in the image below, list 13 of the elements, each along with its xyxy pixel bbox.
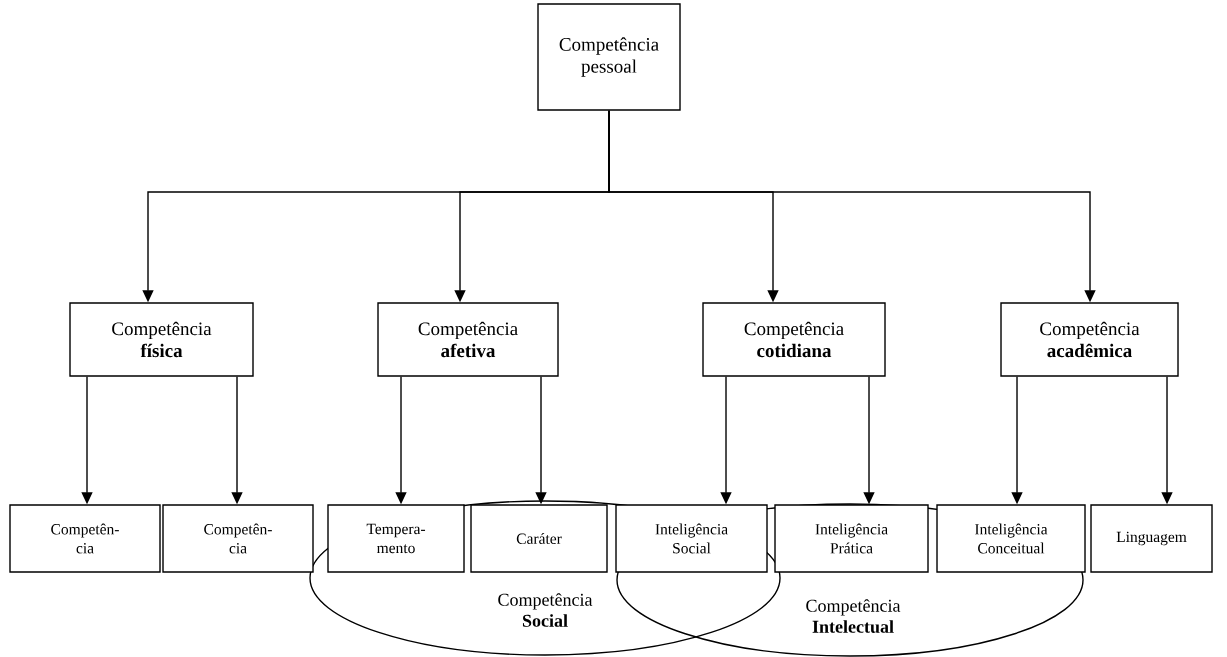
box: Inteligência Prática xyxy=(774,504,929,573)
box: Competência pessoal xyxy=(537,3,681,111)
box: Competência física xyxy=(69,302,254,377)
box: Competên- cia xyxy=(9,504,161,573)
box: Inteligência Conceitual xyxy=(936,504,1086,573)
box: Competên- cia xyxy=(162,504,314,573)
box: Tempera- mento xyxy=(327,504,465,573)
box: Competência cotidiana xyxy=(702,302,886,377)
box: Caráter xyxy=(470,504,608,573)
box: Inteligência Social xyxy=(615,504,768,573)
box: Competência afetiva xyxy=(377,302,559,377)
box: Competência acadêmica xyxy=(1000,302,1179,377)
box: Linguagem xyxy=(1090,504,1213,573)
